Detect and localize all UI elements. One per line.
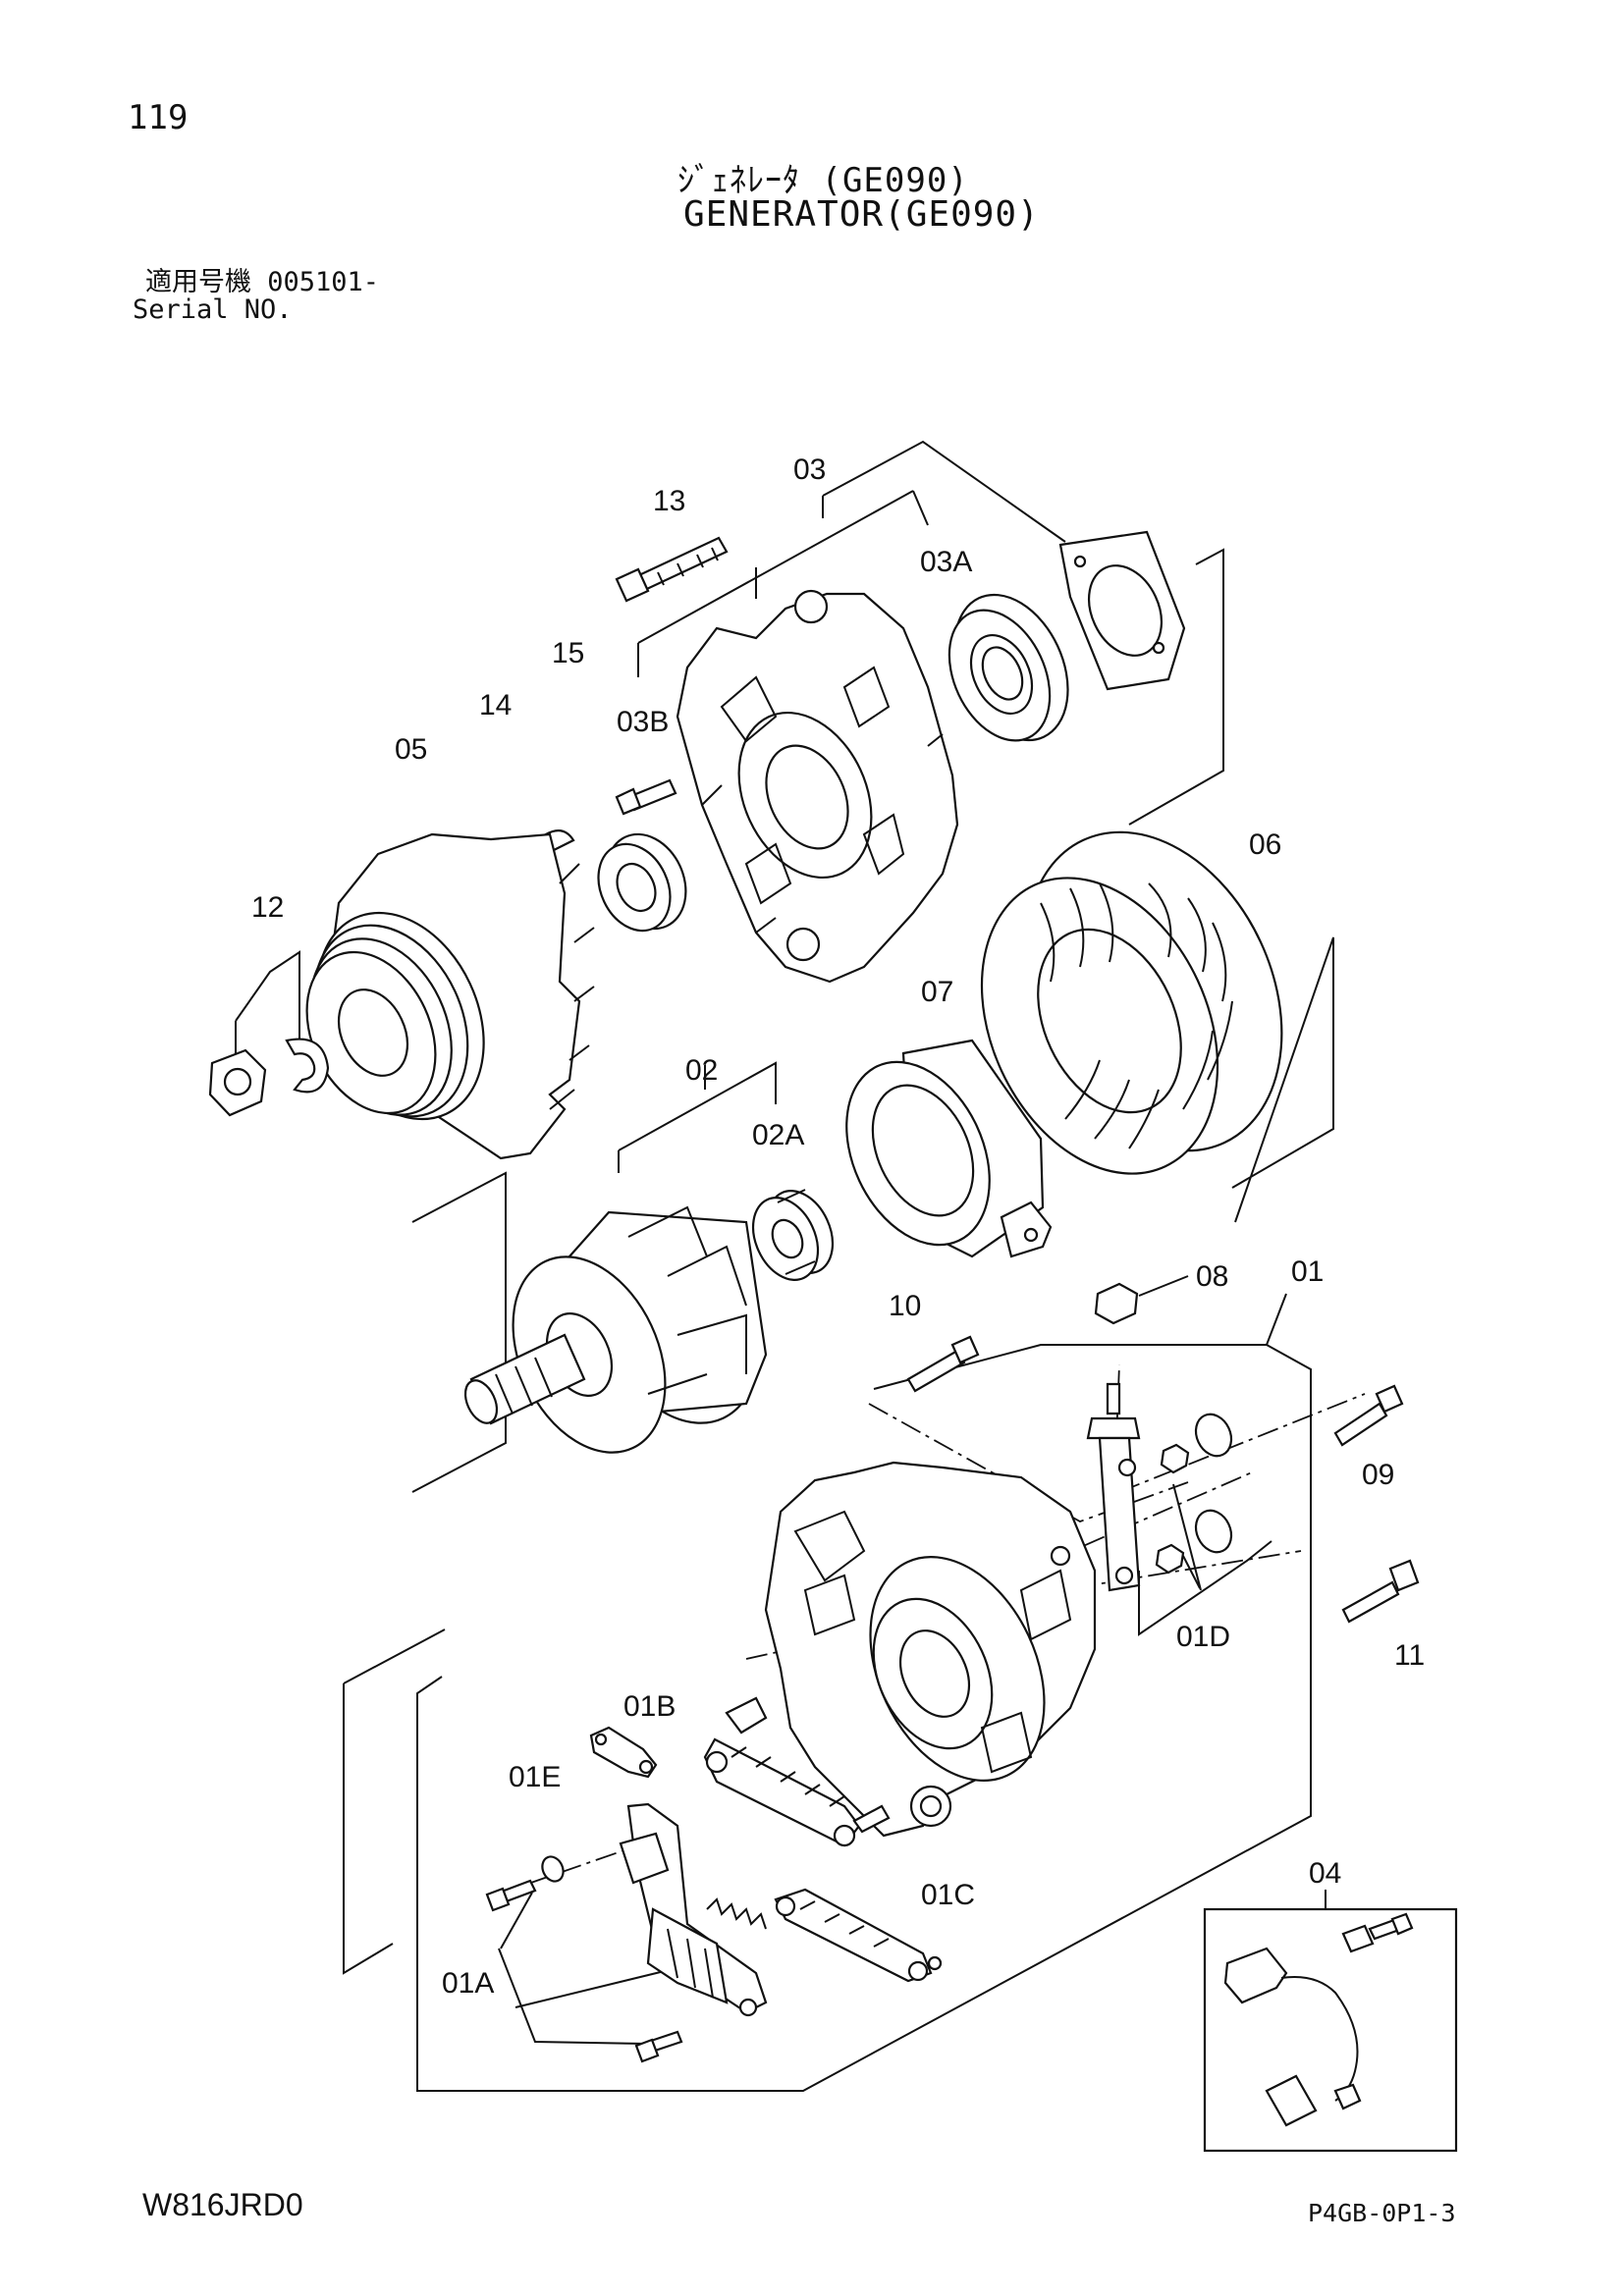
callout-02a: 02A [752,1119,804,1151]
callout-07: 07 [921,976,953,1008]
callout-01: 01 [1291,1255,1324,1288]
callout-01c: 01C [921,1879,975,1911]
callout-02: 02 [685,1054,718,1087]
rotor-02 [463,1205,768,1454]
rectifier-01c [774,1888,943,1983]
sensor-harness-04 [1203,1890,1458,2153]
page-title: GENERATOR(GE090) [683,194,1040,235]
bolt-11 [1341,1559,1420,1624]
fan-pulley-05 [305,832,595,1160]
callout-03a: 03A [920,546,972,578]
regulator-screws-01a [485,1855,683,2063]
front-housing-03 [676,589,959,984]
callout-15: 15 [552,637,584,669]
rear-housing-01 [764,1461,1097,1838]
terminal-bolt-01d [1086,1382,1233,1592]
bearing-03a [947,593,1069,742]
callout-05: 05 [395,733,427,766]
callout-labels: 03 13 03A 15 03B 14 05 06 12 07 02 02A 0… [251,454,1425,2000]
callout-01b: 01B [623,1690,676,1723]
callout-14: 14 [479,689,512,721]
bracket-01 [343,1293,1312,2092]
spacer-15 [597,832,687,933]
figure-code: W816JRD0 [142,2187,303,2222]
serial-number-label: Serial NO. [133,294,293,325]
regulator-01a [619,1802,768,2017]
callout-10: 10 [889,1290,921,1322]
callout-01e: 01E [509,1761,561,1793]
bracket-01d [1138,1483,1272,1636]
bolt-10 [906,1335,980,1393]
gasket-plate-03a [1058,530,1186,691]
callout-09: 09 [1362,1459,1394,1491]
bracket-03 [637,440,1224,826]
callout-11: 11 [1394,1639,1425,1672]
callout-01d: 01D [1176,1621,1230,1653]
callout-03: 03 [793,454,826,486]
long-bolt-13 [615,536,729,603]
callout-03b: 03B [617,706,669,738]
nut-08 [1094,1275,1189,1325]
cover-07 [845,1039,1053,1258]
serial-range-japanese: 適用号機 005101- [145,267,380,297]
callout-04: 04 [1309,1857,1341,1890]
bracket-02 [411,936,1334,1493]
callout-01a: 01A [442,1967,494,2000]
bolt-09 [1333,1384,1404,1447]
callout-06: 06 [1249,828,1281,861]
rectifier-01b [703,1696,891,1847]
catalog-code: P4GB-0P1-3 [1308,2199,1456,2227]
callout-13: 13 [653,485,685,517]
bolt-03b [615,778,677,816]
nut-and-washer-12 [208,1038,330,1117]
page-number: 119 [128,98,189,137]
terminal-plate-01e [589,1726,658,1779]
page-title-japanese: ｼﾞｪﾈﾚｰﾀ (GE090) [677,161,969,200]
callout-08: 08 [1196,1260,1228,1293]
stator-06 [980,830,1283,1175]
callout-12: 12 [251,891,284,924]
slip-ring-02a [751,1189,835,1281]
